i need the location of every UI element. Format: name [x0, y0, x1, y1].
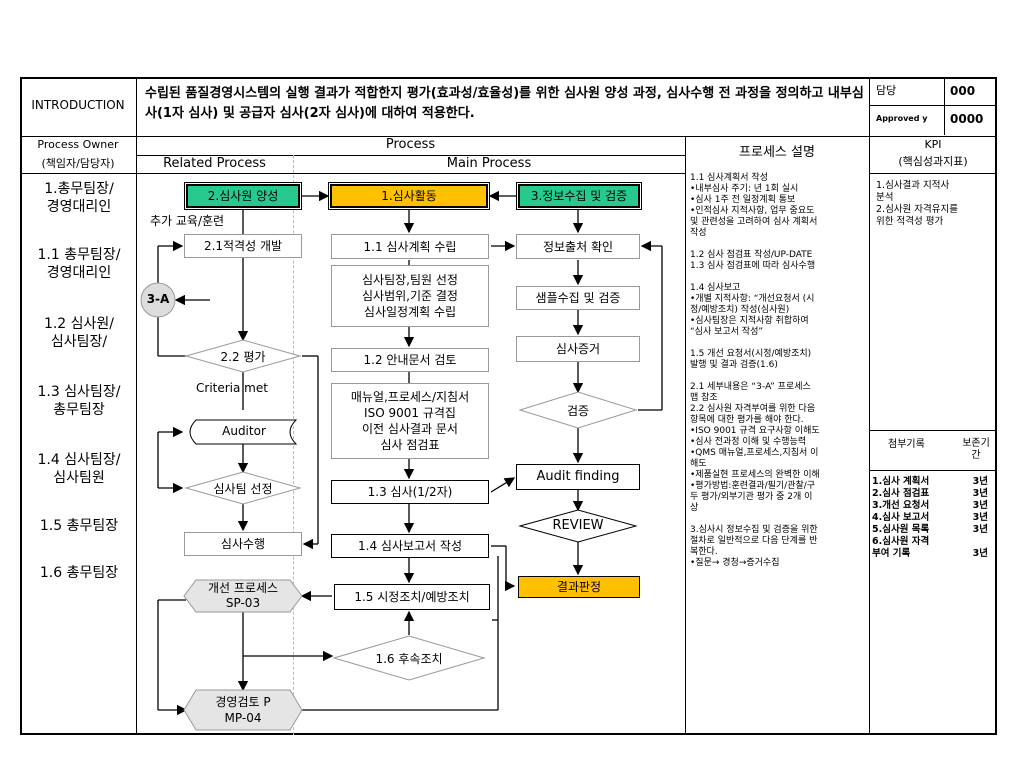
process-owner-header: Process Owner: [37, 138, 119, 151]
grid-line: [869, 470, 997, 471]
node-1-5: 1.5 시정조치/예방조치: [334, 584, 490, 610]
node-2-1: 2.1적격성 개발: [184, 234, 302, 258]
process-description: 1.1 심사계획서 작성 •내부심사 주기: 년 1회 실시 •심사 1주 전 …: [690, 173, 820, 568]
approved-label: Approved y: [876, 114, 928, 123]
description-header: 프로세스 설명: [739, 145, 815, 160]
related-process-header: Related Process: [163, 156, 266, 171]
page-frame: [20, 77, 997, 735]
owner-entry: 1.4 심사팀장/심사팀원: [37, 452, 121, 486]
kpi-sub: (핵심성과지표): [898, 155, 968, 168]
process-header: Process: [385, 137, 436, 152]
extra-training-label: 추가 교육/훈련: [150, 214, 225, 228]
owner-entry: 1.6 총무팀장: [39, 565, 119, 581]
node-auditor-training: 2.심사원 양성: [184, 182, 302, 210]
process-owner-sub: (책임자/담당자): [41, 157, 115, 170]
grid-line: [136, 155, 685, 156]
records-header-name: 첨부기록: [888, 439, 925, 450]
intro-label: INTRODUCTION: [31, 98, 125, 112]
node-info-source: 정보출처 확인: [516, 234, 640, 259]
owner-entry: 1.1 총무팀장/경영대리인: [37, 247, 121, 281]
node-sample-verify: 샘플수집 및 검증: [516, 286, 640, 310]
grid-line: [293, 155, 294, 735]
kpi-list: 1.심사결과 지적사 분석 2.심사원 자격유지를 위한 적격성 평가: [876, 180, 959, 227]
node-1-1-detail: 심사팀장,팀원 선정 심사범위,기준 결정 심사일정계획 수립: [331, 265, 489, 327]
node-result-judge: 결과판정: [518, 576, 640, 598]
approved-value: 0000: [950, 112, 984, 126]
grid-line: [869, 105, 997, 106]
node-1-1: 1.1 심사계획 수립: [331, 234, 489, 259]
grid-line: [869, 77, 870, 735]
owner-label: 담당: [876, 84, 897, 97]
grid-line: [136, 77, 137, 735]
grid-line: [685, 137, 686, 735]
node-team-select: 심사팀 선정: [213, 482, 273, 496]
owner-entry: 1.3 심사팀장/총무팀장: [37, 384, 121, 418]
grid-line: [20, 136, 997, 137]
intro-text: 수립된 품질경영시스템의 실행 결과가 적합한지 평가(효과성/효율성)를 위한…: [145, 86, 864, 121]
node-1-2-detail: 매뉴얼,프로세스/지침서 ISO 9001 규격집 이전 심사결과 문서 심사 …: [331, 383, 489, 459]
node-mgmt-review: 경영검토 P MP-04: [215, 695, 271, 725]
grid-line: [869, 430, 997, 431]
node-2-2: 2.2 평가: [220, 350, 266, 364]
node-1-6: 1.6 후속조치: [375, 652, 443, 666]
node-1-3: 1.3 심사(1/2자): [331, 480, 489, 504]
node-audit-activity: 1.심사활동: [328, 182, 490, 210]
node-verify: 검증: [566, 404, 590, 418]
node-info-collect: 3.정보수집 및 검증: [516, 182, 642, 210]
node-audit-finding: Audit finding: [516, 464, 640, 490]
grid-line: [869, 173, 997, 174]
node-review: REVIEW: [552, 518, 604, 533]
owner-entry: 1.2 심사원/심사팀장/: [43, 316, 115, 350]
main-process-header: Main Process: [446, 156, 532, 171]
grid-line: [944, 77, 945, 135]
node-1-2: 1.2 안내문서 검토: [331, 348, 489, 372]
kpi-header: KPI: [924, 138, 942, 151]
node-1-4: 1.4 심사보고서 작성: [331, 534, 489, 558]
records-header-period: 보존기 간: [962, 438, 990, 461]
criteria-met-label: Criteria met: [196, 381, 268, 395]
auditor-node: Auditor: [222, 424, 266, 438]
owner-entry: 1.총무팀장/경영대리인: [44, 181, 114, 215]
node-audit-perform: 심사수행: [184, 532, 302, 556]
grid-line: [20, 173, 685, 174]
owner-value: 000: [950, 84, 976, 98]
node-improve-process: 개선 프로세스 SP-03: [207, 581, 279, 610]
owner-entry: 1.5 총무팀장: [39, 518, 119, 534]
connector-3a: 3-A: [146, 292, 170, 306]
node-evidence: 심사증거: [516, 336, 640, 362]
